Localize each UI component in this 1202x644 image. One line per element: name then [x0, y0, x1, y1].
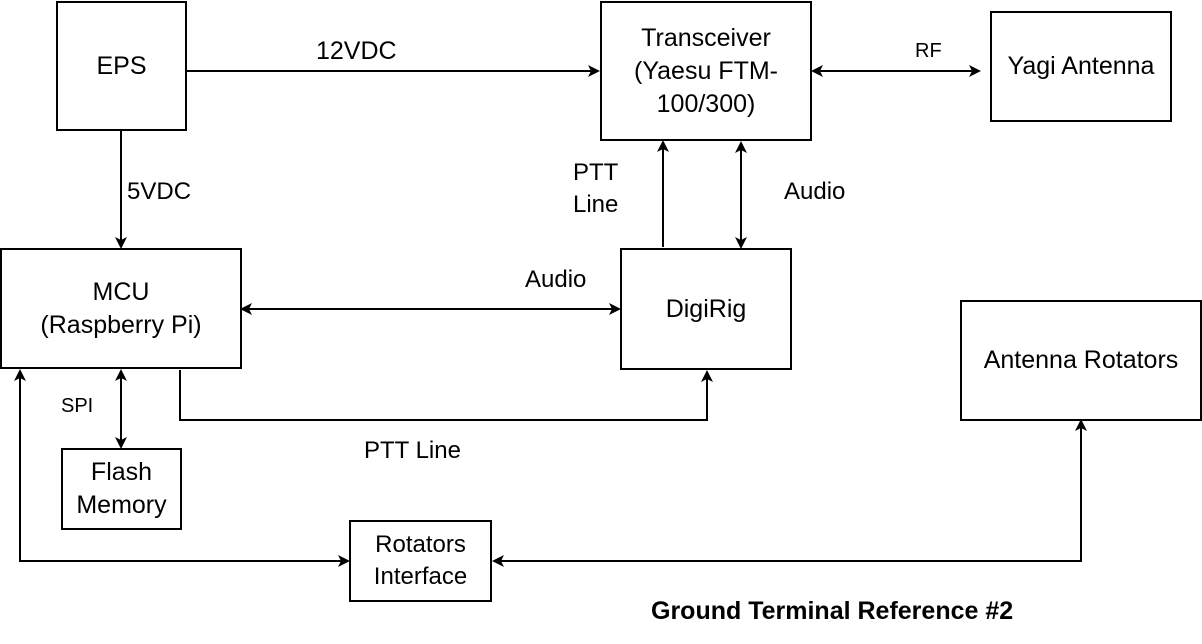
label-audio-upper: Audio: [784, 178, 846, 205]
connector-mcu-rotators-interface: [14, 369, 350, 567]
label-ptt-line-upper: PTT Line: [573, 159, 619, 219]
antenna-rotators-label: Antenna Rotators: [983, 346, 1179, 374]
label-audio-mid: Audio: [525, 266, 587, 293]
diagram-caption: Ground Terminal Reference #2: [651, 597, 1014, 625]
digirig-block: DigiRig: [620, 248, 792, 370]
connector-mcu-digirig-ptt: [179, 370, 713, 421]
yagi-antenna-label: Yagi Antenna: [1007, 52, 1155, 80]
label-spi: SPI: [61, 395, 94, 417]
digirig-label: DigiRig: [665, 294, 747, 323]
flash-memory-label: Flash Memory: [76, 458, 167, 519]
label-12vdc: 12VDC: [316, 37, 397, 65]
eps-block: EPS: [56, 1, 187, 131]
mcu-label: MCU (Raspberry Pi): [40, 277, 202, 339]
rotators-interface-label: Rotators Interface: [373, 531, 468, 590]
antenna-rotators-block: Antenna Rotators: [960, 300, 1202, 421]
label-5vdc: 5VDC: [127, 178, 192, 205]
yagi-antenna-block: Yagi Antenna: [990, 11, 1172, 122]
mcu-block: MCU (Raspberry Pi): [0, 248, 242, 369]
flash-memory-block: Flash Memory: [61, 448, 182, 530]
transceiver-block: Transceiver (Yaesu FTM- 100/300): [600, 1, 812, 141]
rotators-interface-block: Rotators Interface: [349, 520, 492, 602]
label-rf: RF: [915, 40, 942, 62]
transceiver-label: Transceiver (Yaesu FTM- 100/300): [634, 23, 778, 118]
label-ptt-line-lower: PTT Line: [364, 437, 461, 464]
connector-interface-rotators: [492, 419, 1087, 567]
eps-label: EPS: [96, 51, 147, 80]
